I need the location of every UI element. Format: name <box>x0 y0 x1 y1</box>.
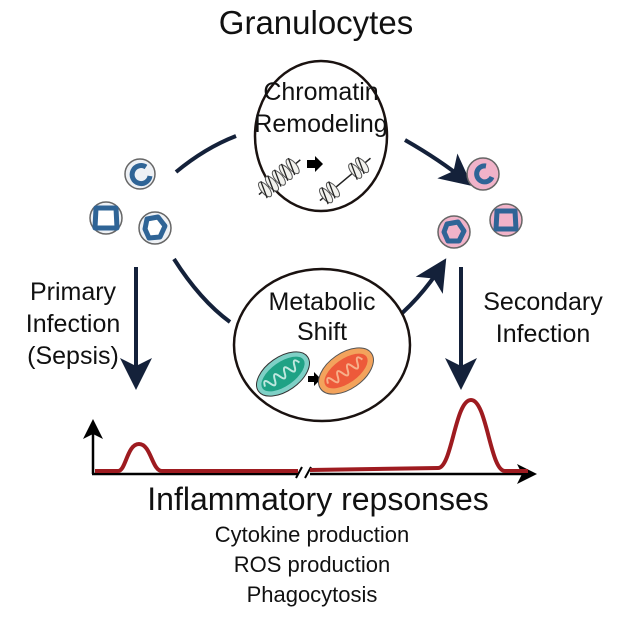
mitochondrion-before-icon <box>256 351 310 397</box>
secondary-response-curve <box>309 397 528 473</box>
arrow-icon <box>307 156 323 172</box>
primary-label-line-1: Primary <box>29 278 117 306</box>
response-plot <box>83 397 537 484</box>
response-title: Inflammatory repsonses <box>147 481 489 517</box>
chromatin-remodeling-node <box>253 59 389 213</box>
diagram-title: Granulocytes <box>218 4 414 41</box>
axis-break-icon <box>295 466 312 479</box>
naive-granulocytes-icon <box>89 158 172 245</box>
primary-response-curve <box>95 441 298 473</box>
chromatin-label-line-1: Chromatin <box>263 78 379 106</box>
metabolic-label-line-1: Metabolic <box>268 288 376 316</box>
trained-granulocytes-icon <box>437 157 523 249</box>
primary-label-line-2: Infection <box>25 310 121 338</box>
cell-trained-1 <box>466 157 500 191</box>
chromatin-label-line-2: Remodeling <box>254 110 388 138</box>
metabolic-shift-node <box>232 267 412 423</box>
mitochondria-shift-icon <box>256 347 374 397</box>
response-item: Cytokine production <box>214 522 410 547</box>
arc-top-left <box>174 134 237 174</box>
metabolic-label-line-2: Shift <box>296 318 348 346</box>
primary-label-line-3: (Sepsis) <box>27 342 119 370</box>
cell-trained-2 <box>437 215 471 249</box>
response-item: Phagocytosis <box>246 582 378 607</box>
cell-naive-1 <box>124 158 156 190</box>
chromatin-remodeling-icon <box>258 156 371 205</box>
arc-bottom-left <box>172 257 232 324</box>
cell-naive-3 <box>138 211 172 245</box>
secondary-label-line-2: Infection <box>495 320 591 348</box>
mitochondrion-after-icon <box>318 347 374 395</box>
response-item: ROS production <box>233 552 391 577</box>
arrow-icon <box>308 372 321 386</box>
secondary-label-line-1: Secondary <box>483 288 603 316</box>
cell-trained-3 <box>489 203 523 237</box>
arc-top-right-arrow <box>404 138 473 187</box>
cell-naive-2 <box>89 201 123 235</box>
